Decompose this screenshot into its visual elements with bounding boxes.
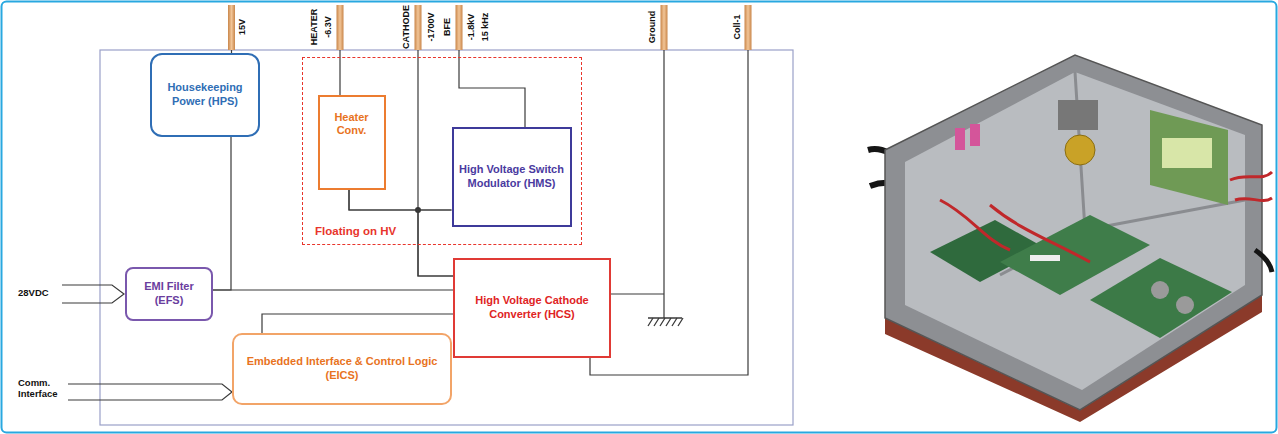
ground-hatch xyxy=(648,318,683,326)
power-block: Housekeeping Power (HPS) xyxy=(150,53,260,137)
block-label: EMI Filter (EFS) xyxy=(131,280,207,308)
block-label: Housekeeping Power (HPS) xyxy=(156,81,254,109)
wire xyxy=(590,50,748,375)
pin-label: HEATER xyxy=(309,9,319,45)
component xyxy=(1176,296,1194,314)
block-label: Embedded Interface & Control Logic (EICS… xyxy=(238,355,446,383)
connector-wire xyxy=(349,190,452,211)
pcb xyxy=(1150,110,1228,205)
floating-region: Floating on HV Heater Conv. High Voltage S… xyxy=(302,57,582,245)
cable xyxy=(1255,250,1272,272)
wire-bundle xyxy=(990,205,1090,262)
pin-stub xyxy=(337,5,344,50)
connector-wire xyxy=(213,289,453,290)
component xyxy=(970,124,980,146)
pcb-label xyxy=(1162,138,1212,168)
pin-label: CATHODE xyxy=(401,5,411,49)
pin-label: -1.8kV xyxy=(466,14,476,41)
input-chevron xyxy=(68,384,232,400)
enclosure-floor xyxy=(905,72,1245,390)
toroid xyxy=(1065,135,1095,165)
unit-frame xyxy=(100,50,793,425)
modulator-block: High Voltage Switch Modulator (HMS) xyxy=(452,127,572,227)
transformer xyxy=(1058,100,1098,130)
region-label: Floating on HV xyxy=(313,224,398,238)
wire-bundle xyxy=(940,200,1010,250)
connector-wire xyxy=(262,314,453,333)
pin-stub xyxy=(745,5,752,50)
wire xyxy=(663,50,664,318)
wire xyxy=(459,50,525,127)
block-label: High Voltage Cathode Converter (HCS) xyxy=(459,294,605,322)
filter-block: EMI Filter (EFS) xyxy=(125,267,213,321)
pin-label: BFE xyxy=(442,18,452,36)
control-block: Embedded Interface & Control Logic (EICS… xyxy=(232,333,452,405)
connector-pins xyxy=(228,5,752,50)
wire xyxy=(417,50,418,210)
pin-label: Coll-1 xyxy=(732,14,742,39)
input-label: 28VDC xyxy=(18,287,62,298)
wire xyxy=(611,293,664,294)
wire-bundle xyxy=(1235,198,1272,201)
block-label: Heater Conv. xyxy=(324,111,380,139)
component xyxy=(1151,281,1169,299)
pin-label: 15 kHz xyxy=(480,13,490,42)
hardware-photo xyxy=(868,55,1272,422)
input-label: Comm. Interface xyxy=(18,377,66,400)
converter-block: Heater Conv. xyxy=(318,95,386,190)
pin-stub xyxy=(228,5,235,50)
connector xyxy=(1030,255,1060,261)
pin-label: 15V xyxy=(237,19,247,35)
wire-bundle xyxy=(1230,172,1272,180)
pin-label: -1700V xyxy=(426,12,436,41)
pin-stub xyxy=(415,5,422,50)
pin-label: Ground xyxy=(647,11,657,44)
input-chevron xyxy=(62,285,124,303)
pin-stub xyxy=(456,5,463,50)
connector-wire xyxy=(418,210,453,276)
pin-stub xyxy=(661,5,668,50)
pcb xyxy=(1090,258,1232,338)
connector-wire xyxy=(213,137,231,290)
ground-symbol xyxy=(648,318,683,326)
component xyxy=(955,128,965,150)
pin-label: -6.3V xyxy=(323,16,333,38)
enclosure-wall xyxy=(885,55,1262,410)
block-label: High Voltage Switch Modulator (HMS) xyxy=(458,163,566,191)
converter-block: High Voltage Cathode Converter (HCS) xyxy=(453,258,611,358)
